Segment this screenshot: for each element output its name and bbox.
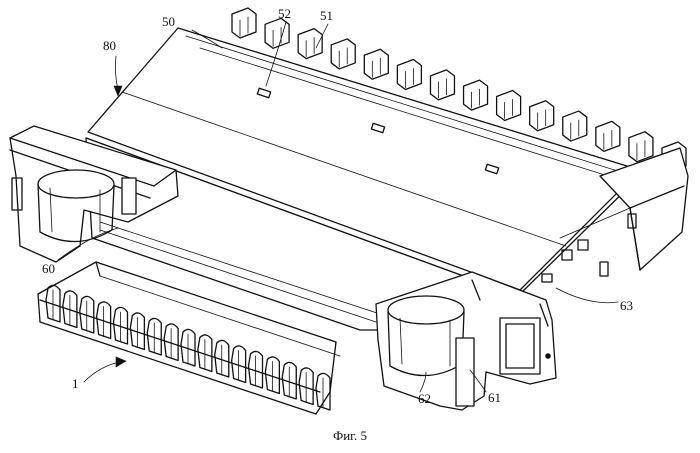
rear-tooth: [530, 101, 554, 131]
label-61: 61: [488, 390, 501, 405]
rear-tooth: [563, 111, 587, 141]
label-80: 80: [103, 38, 116, 53]
rear-tooth: [232, 8, 256, 38]
figure-caption: Фиг. 5: [333, 428, 367, 443]
label-1: 1: [72, 376, 79, 391]
rear-tooth: [331, 39, 355, 69]
rear-tooth: [430, 70, 454, 100]
arrow-1: [84, 357, 126, 382]
label-63: 63: [620, 298, 633, 313]
label-62: 62: [418, 391, 431, 406]
label-51: 51: [320, 8, 333, 23]
label-52: 52: [278, 6, 291, 21]
rear-tooth: [397, 60, 421, 90]
rear-tooth: [596, 121, 620, 151]
rear-tooth: [464, 80, 488, 110]
arrow-80: [114, 56, 122, 96]
label-50: 50: [162, 14, 175, 29]
rear-tooth: [629, 132, 653, 162]
rear-tooth: [497, 90, 521, 120]
label-60: 60: [42, 261, 55, 276]
rear-tooth: [364, 49, 388, 79]
